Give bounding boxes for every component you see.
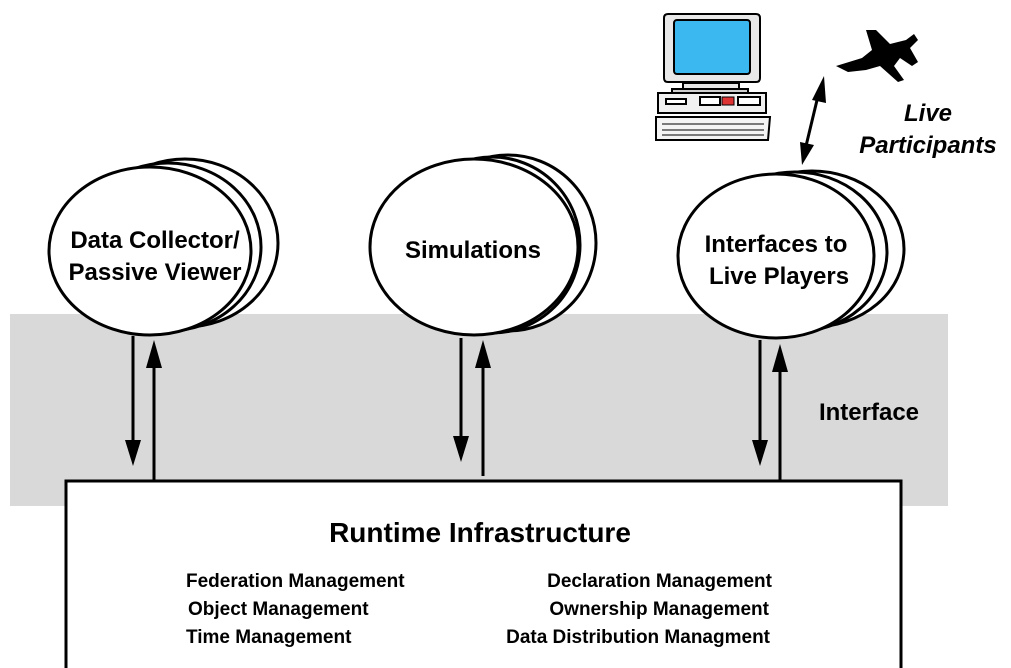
- rti-box: [64, 479, 903, 668]
- arrow-pair-data-collector: [125, 336, 162, 481]
- federate-2-label: Simulations: [405, 237, 541, 264]
- rti-title: Runtime Infrastructure: [329, 517, 631, 548]
- federate-1-label-line2: Passive Viewer: [68, 259, 241, 286]
- federate-1-label-line1: Data Collector/: [70, 227, 240, 254]
- live-participants-label-line2: Participants: [859, 132, 996, 159]
- arrow-pair-simulations: [453, 338, 491, 476]
- rti-service-right-2: Ownership Management: [549, 599, 769, 620]
- arrow-pair-live-interfaces: [752, 340, 788, 481]
- federate-data-collector: [47, 157, 280, 337]
- fighter-jet-icon: [836, 30, 918, 82]
- rti-service-left-2: Object Management: [188, 599, 369, 620]
- federate-3-label-line1: Interfaces to: [705, 231, 848, 258]
- live-participants-arrow: [800, 76, 826, 165]
- interface-label: Interface: [819, 399, 919, 426]
- computer-workstation-icon: [655, 13, 772, 141]
- federate-3-label-line2: Live Players: [709, 263, 849, 290]
- interface-band: [10, 314, 948, 506]
- rti-service-right-3: Data Distribution Managment: [506, 627, 771, 648]
- rti-service-left-1: Federation Management: [186, 571, 405, 592]
- federate-simulations: [368, 153, 598, 337]
- rti-service-left-3: Time Management: [186, 627, 352, 648]
- live-participants-label-line1: Live: [904, 100, 952, 127]
- federate-live-interfaces: [676, 169, 906, 340]
- rti-service-right-1: Declaration Management: [547, 571, 773, 592]
